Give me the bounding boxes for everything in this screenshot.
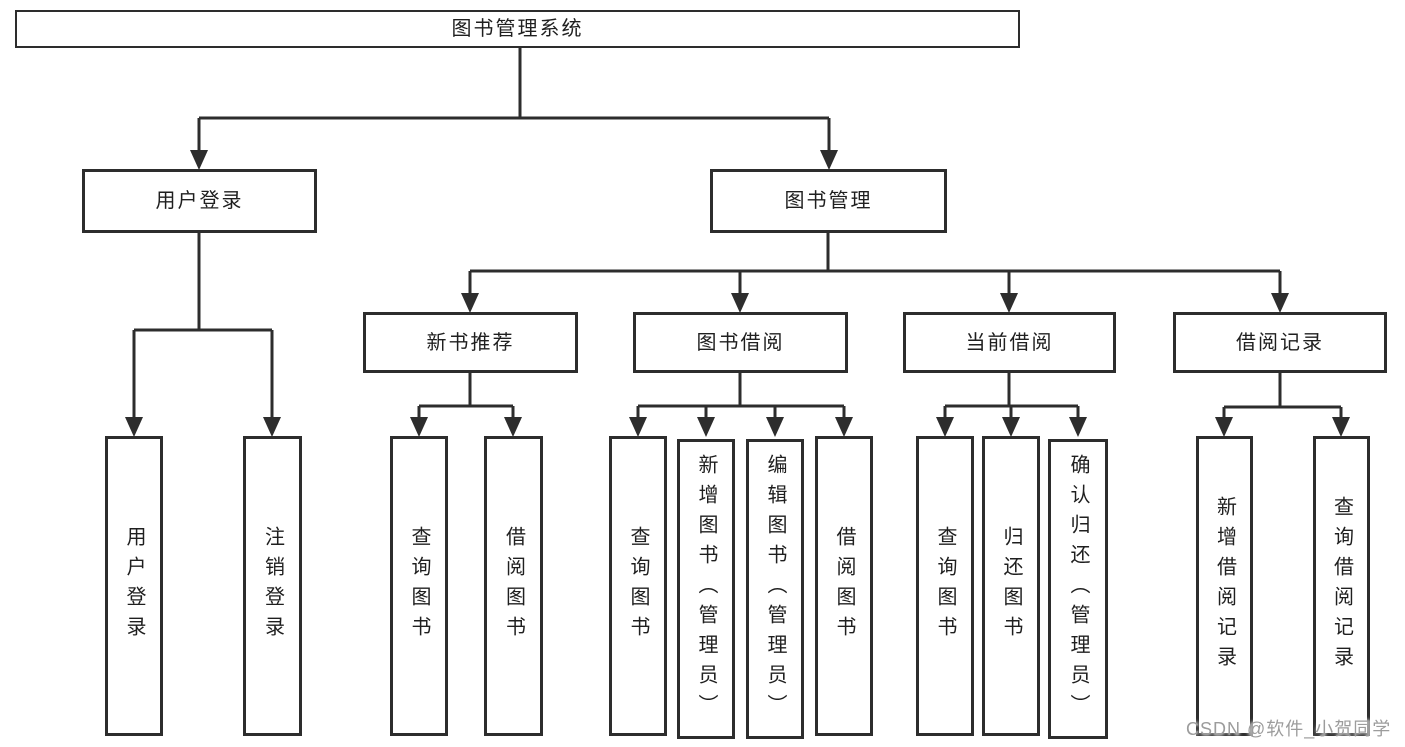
leaf-bb-query-books: 查询图书: [609, 436, 667, 736]
leaf-logout-label: 注销登录: [261, 526, 284, 646]
leaf-cb-query-books: 查询图书: [916, 436, 974, 736]
leaf-bb-edit-books-admin-label: 编辑图书（管理员）: [764, 454, 786, 724]
leaf-bb-borrow-books-label: 借阅图书: [833, 526, 855, 646]
node-root-label: 图书管理系统: [451, 18, 584, 40]
leaf-cb-query-books-label: 查询图书: [934, 526, 956, 646]
leaf-user-login-label: 用户登录: [123, 526, 145, 646]
arrowheads: [125, 150, 1350, 437]
leaf-cb-return-books-label: 归还图书: [1000, 526, 1022, 646]
leaf-newrec-borrow-books: 借阅图书: [484, 436, 543, 736]
node-new-book-recommend-label: 新书推荐: [426, 331, 515, 354]
leaf-bb-add-books-admin: 新增图书（管理员）: [677, 439, 735, 739]
leaf-cb-return-books: 归还图书: [982, 436, 1040, 736]
node-current-borrowing-label: 当前借阅: [965, 331, 1054, 354]
leaf-bb-edit-books-admin: 编辑图书（管理员）: [746, 439, 804, 739]
leaf-cb-confirm-return-admin: 确认归还（管理员）: [1048, 439, 1108, 739]
leaf-bb-add-books-admin-label: 新增图书（管理员）: [695, 454, 717, 724]
node-book-borrowing-label: 图书借阅: [696, 331, 785, 354]
leaf-br-query-record: 查询借阅记录: [1313, 436, 1370, 736]
node-root: 图书管理系统: [15, 10, 1020, 48]
node-current-borrowing: 当前借阅: [903, 312, 1116, 373]
leaf-newrec-borrow-books-label: 借阅图书: [502, 526, 525, 646]
leaf-br-add-record-label: 新增借阅记录: [1213, 496, 1236, 676]
node-borrow-records: 借阅记录: [1173, 312, 1387, 373]
leaf-logout: 注销登录: [243, 436, 302, 736]
node-user-login-label: 用户登录: [155, 190, 244, 212]
node-book-borrowing: 图书借阅: [633, 312, 848, 373]
leaf-br-query-record-label: 查询借阅记录: [1330, 496, 1353, 676]
node-user-login: 用户登录: [82, 169, 317, 233]
node-new-book-recommend: 新书推荐: [363, 312, 578, 373]
leaf-bb-query-books-label: 查询图书: [627, 526, 649, 646]
leaf-cb-confirm-return-admin-label: 确认归还（管理员）: [1067, 454, 1089, 724]
leaf-br-add-record: 新增借阅记录: [1196, 436, 1253, 736]
node-book-management: 图书管理: [710, 169, 947, 233]
leaf-newrec-query-books-label: 查询图书: [408, 526, 430, 646]
node-book-management-label: 图书管理: [784, 190, 873, 212]
leaf-newrec-query-books: 查询图书: [390, 436, 448, 736]
leaf-bb-borrow-books: 借阅图书: [815, 436, 873, 736]
node-borrow-records-label: 借阅记录: [1236, 331, 1324, 354]
csdn-watermark: CSDN @软件_小贺同学: [1186, 719, 1392, 739]
leaf-user-login: 用户登录: [105, 436, 163, 736]
